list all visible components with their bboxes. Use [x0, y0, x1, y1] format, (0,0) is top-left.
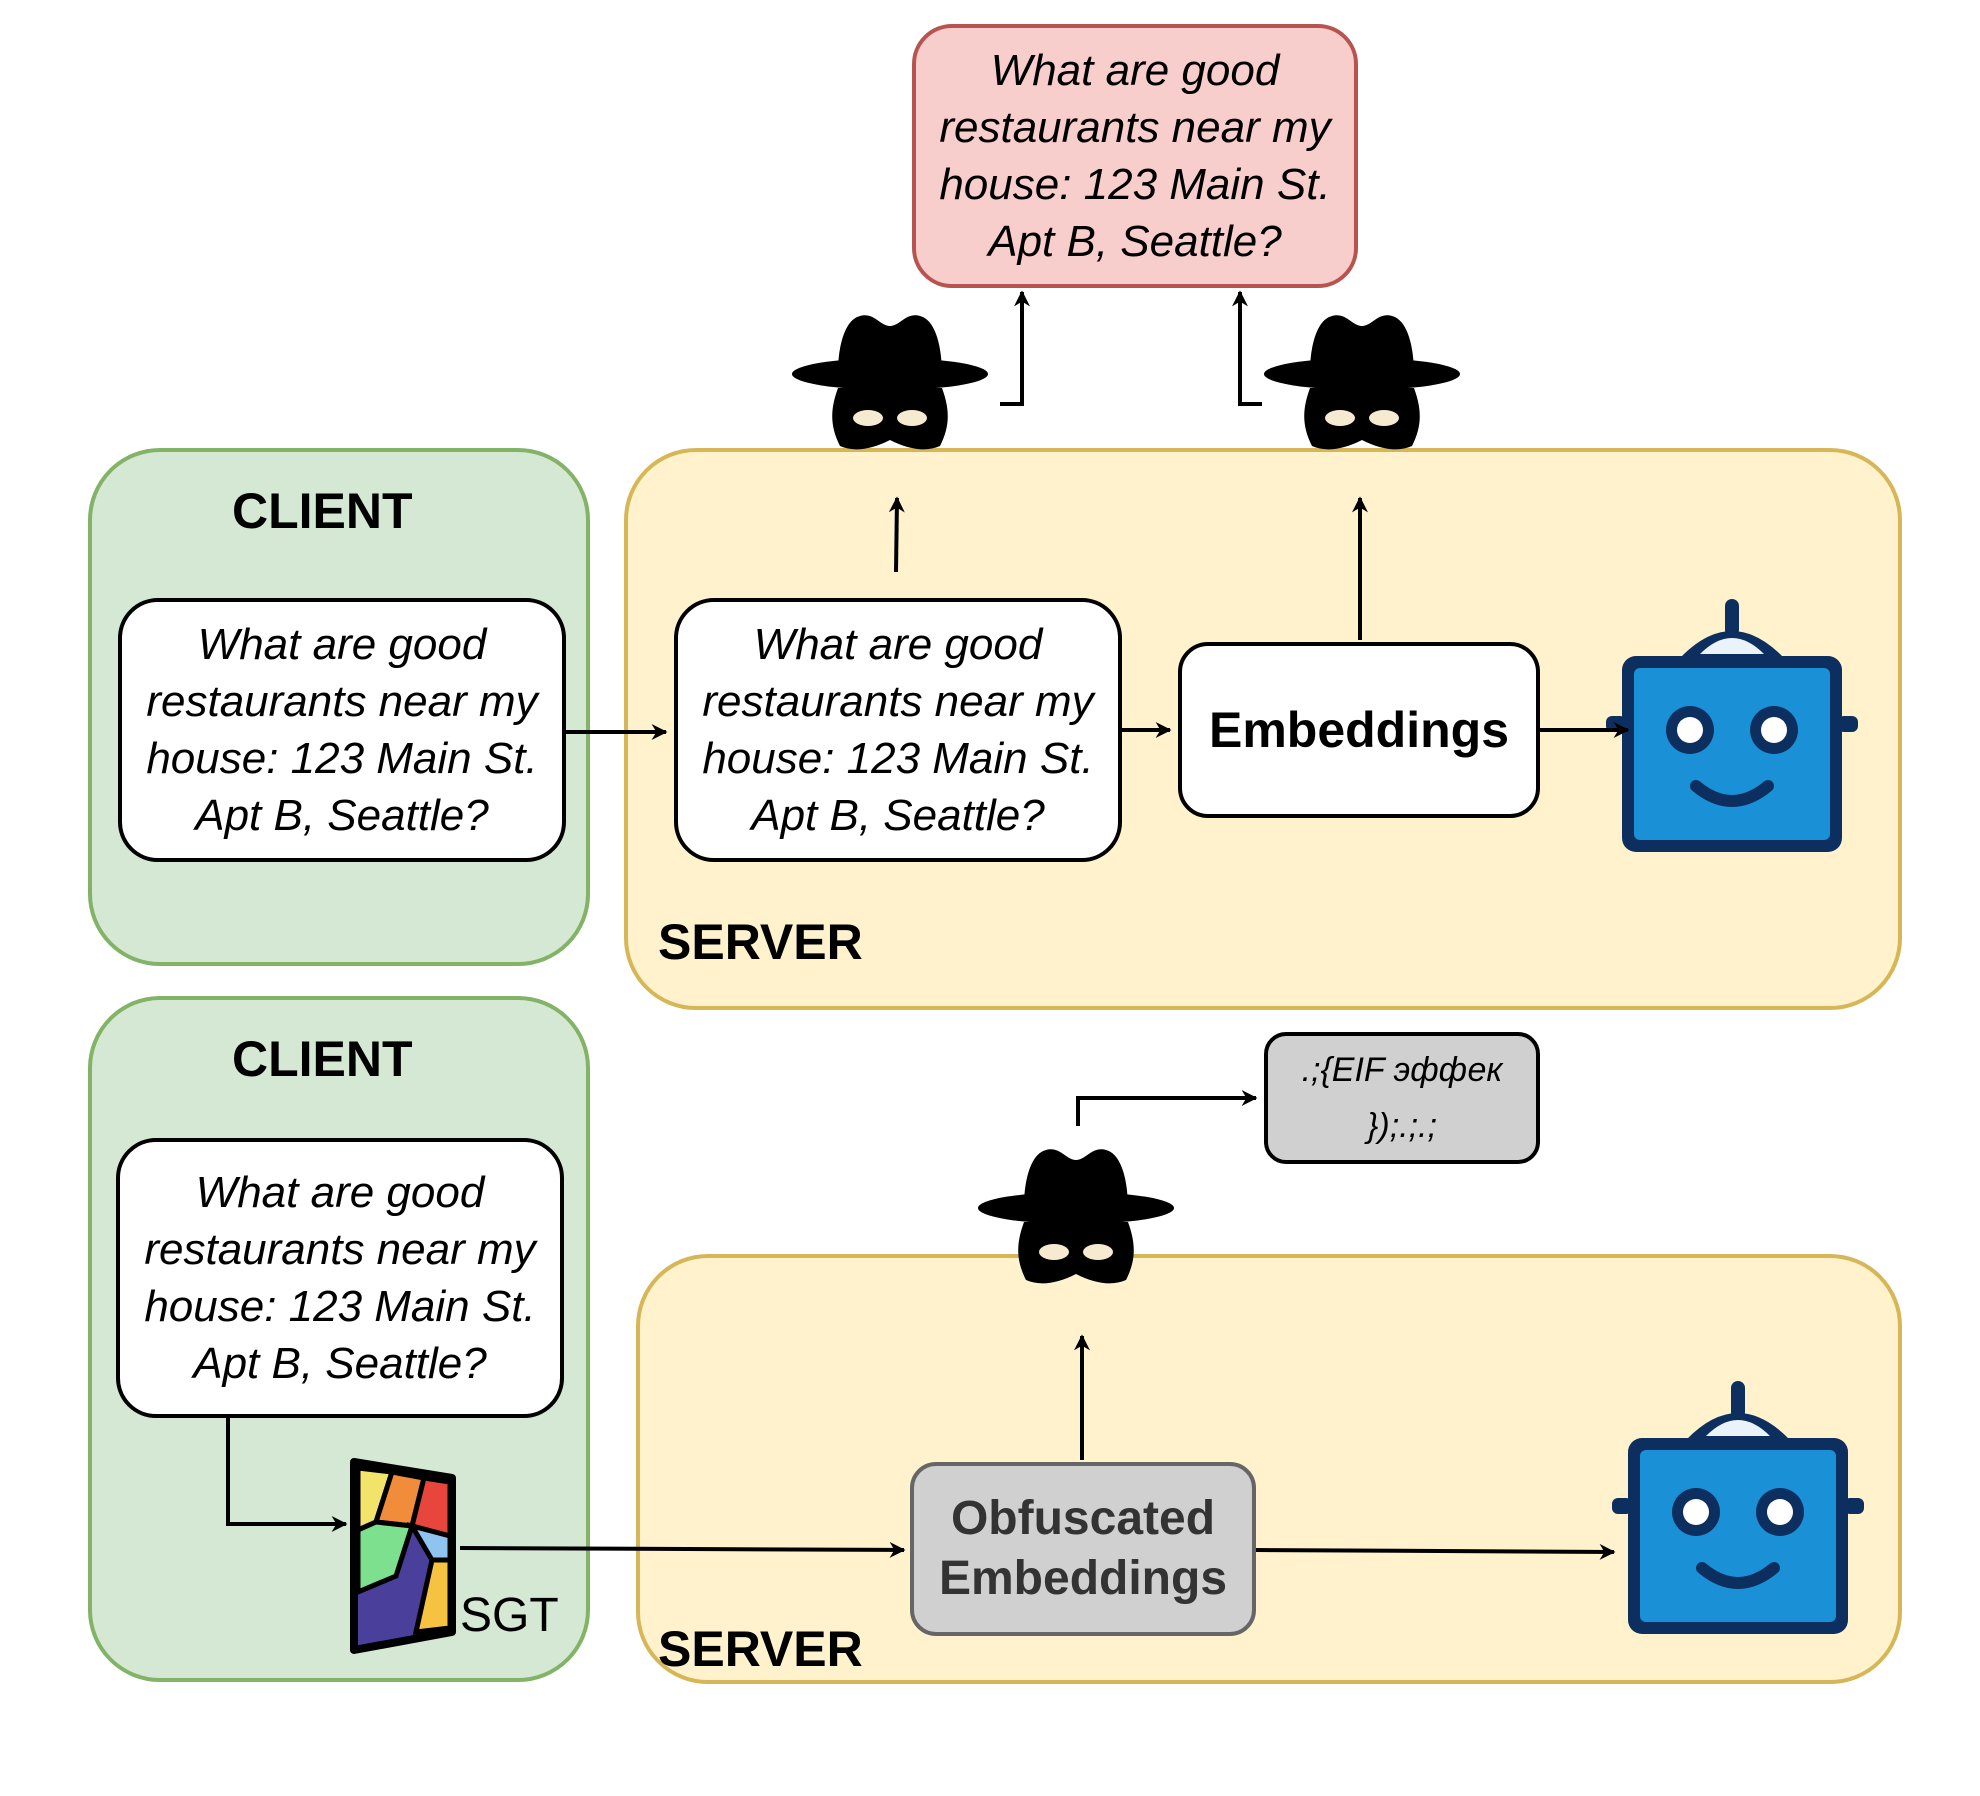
client-title-bottom: CLIENT — [232, 1031, 413, 1087]
arrow — [888, 496, 905, 573]
arrow — [1076, 1090, 1258, 1126]
leaked-query-box: What are good restaurants near my house:… — [912, 24, 1358, 288]
query-line: What are good — [990, 46, 1280, 95]
query-line: restaurants near my — [702, 677, 1094, 726]
embeddings-label: Embeddings — [1208, 702, 1510, 758]
query-line: What are good — [195, 1168, 485, 1217]
spy-icon — [1264, 315, 1460, 450]
obfuscated-line: Embeddings — [938, 1552, 1228, 1605]
garbled-output-box: .;{EIF эффек });.;.; — [1264, 1032, 1540, 1164]
sgt-label: SGT — [460, 1589, 559, 1642]
query-line: house: 123 Main St. — [702, 734, 1094, 783]
spy-icon — [978, 1149, 1174, 1284]
arrow — [1000, 290, 1030, 406]
query-line: house: 123 Main St. — [144, 1282, 536, 1331]
query-line: Apt B, Seattle? — [195, 791, 489, 840]
arrow — [459, 1541, 906, 1558]
robot-icon — [1612, 1388, 1864, 1634]
sgt-logo-icon — [350, 1458, 456, 1654]
query-line: Apt B, Seattle? — [988, 217, 1282, 266]
client-query-box-bottom: What are good restaurants near my house:… — [116, 1138, 564, 1418]
obfuscated-line: Obfuscated — [950, 1492, 1216, 1545]
client-query-box-top: What are good restaurants near my house:… — [118, 598, 566, 862]
server-query-box-top: What are good restaurants near my house:… — [674, 598, 1122, 862]
query-line: restaurants near my — [146, 677, 538, 726]
query-line: house: 123 Main St. — [939, 160, 1331, 209]
server-title-bottom: SERVER — [658, 1621, 863, 1677]
arrow — [1232, 290, 1262, 406]
query-line: What are good — [753, 620, 1043, 669]
garbled-line: });.;.; — [1367, 1107, 1437, 1145]
query-line: Apt B, Seattle? — [193, 1339, 487, 1388]
arrow — [1255, 1543, 1616, 1560]
query-line: Apt B, Seattle? — [751, 791, 1045, 840]
query-line: What are good — [197, 620, 487, 669]
query-line: house: 123 Main St. — [146, 734, 538, 783]
client-title-top: CLIENT — [232, 483, 413, 539]
query-line: restaurants near my — [144, 1225, 536, 1274]
garbled-line: .;{EIF эффек — [1301, 1051, 1503, 1089]
query-line: restaurants near my — [939, 103, 1331, 152]
embeddings-box-top: Embeddings — [1178, 642, 1540, 818]
arrow — [226, 1418, 348, 1532]
robot-icon — [1606, 606, 1858, 852]
server-title-top: SERVER — [658, 914, 863, 970]
spy-icon — [792, 315, 988, 450]
obfuscated-embeddings-box: Obfuscated Embeddings — [910, 1462, 1256, 1636]
